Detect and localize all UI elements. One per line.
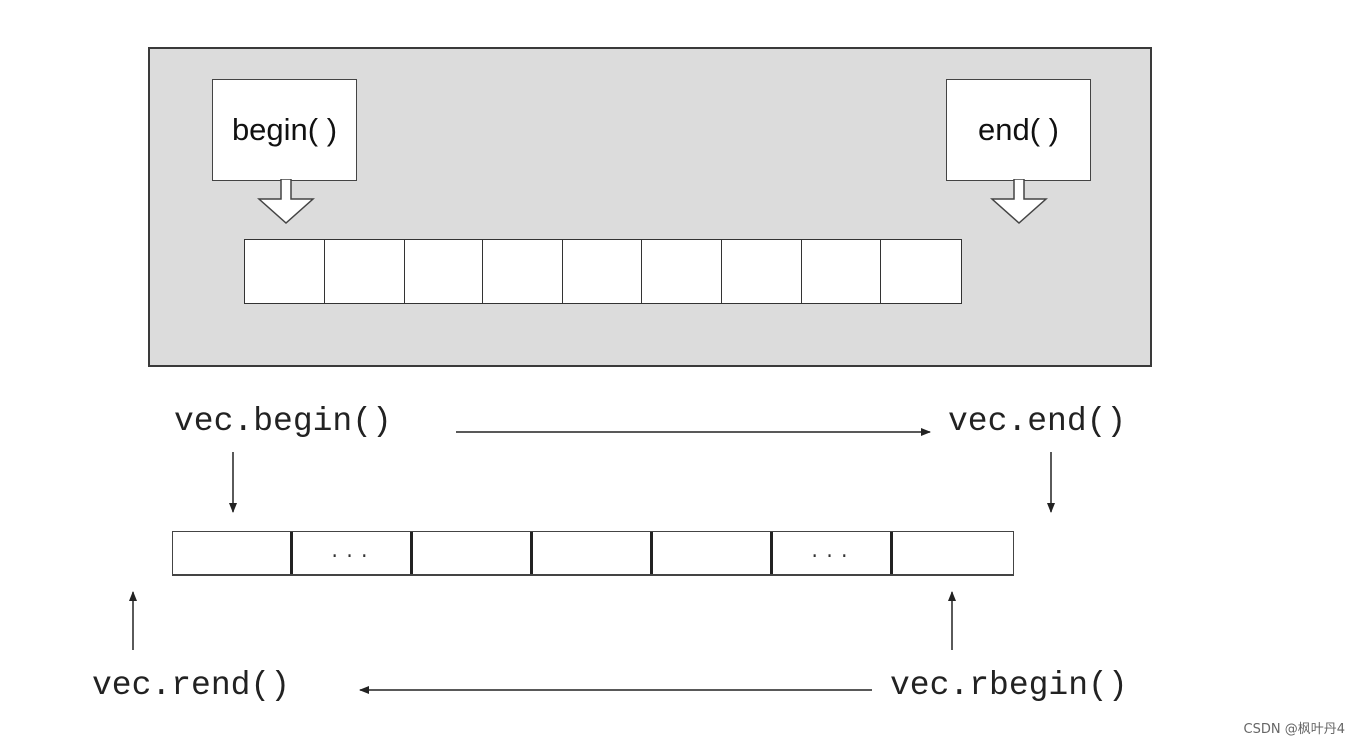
top-array-cell <box>642 240 722 303</box>
end-down-arrow <box>990 179 1048 225</box>
watermark: CSDN @枫叶丹4 <box>1243 722 1345 737</box>
top-array-cell <box>563 240 642 303</box>
bottom-array-cell <box>653 532 773 574</box>
top-array-cell <box>245 240 325 303</box>
top-array-cell <box>405 240 483 303</box>
bottom-array-cell: ... <box>773 532 893 574</box>
end-callout: end( ) <box>946 79 1091 181</box>
top-element-array <box>244 239 962 304</box>
bottom-array-cell <box>173 532 293 574</box>
top-array-cell <box>722 240 802 303</box>
bottom-array-cell: ... <box>293 532 413 574</box>
bottom-element-array: ...... <box>172 531 1014 576</box>
begin-callout: begin( ) <box>212 79 357 181</box>
bottom-array-cell <box>413 532 533 574</box>
top-array-cell <box>802 240 881 303</box>
top-array-cell <box>325 240 405 303</box>
top-diagram-panel: begin( ) end( ) <box>148 47 1152 367</box>
bottom-array-cell <box>533 532 653 574</box>
top-array-cell <box>483 240 563 303</box>
vec-rbegin-label: vec.rbegin() <box>890 667 1128 704</box>
begin-down-arrow <box>257 179 315 225</box>
vec-begin-label: vec.begin() <box>174 403 392 440</box>
vec-end-label: vec.end() <box>948 403 1127 440</box>
vec-rend-label: vec.rend() <box>92 667 291 704</box>
